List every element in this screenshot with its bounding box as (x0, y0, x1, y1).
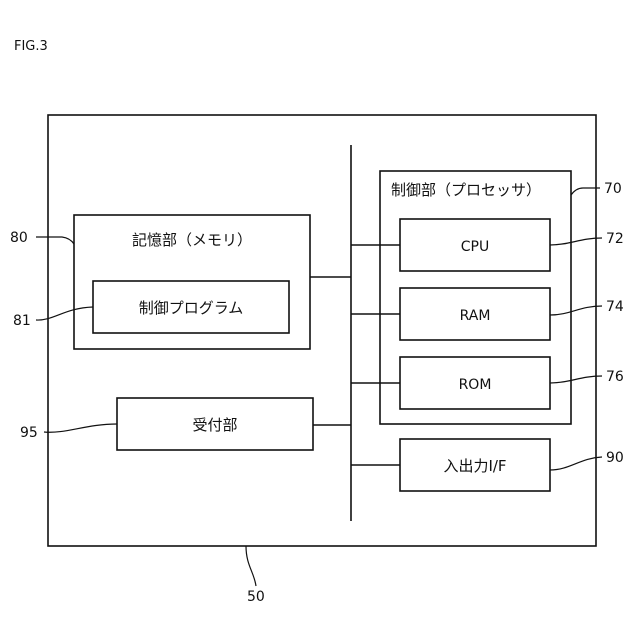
ref-81: 81 (13, 313, 31, 329)
rom-label: ROM (459, 377, 492, 393)
ref-70: 70 (604, 181, 622, 197)
ram-label: RAM (460, 308, 491, 324)
io-label: 入出力I/F (443, 457, 506, 475)
receiver-label: 受付部 (192, 416, 237, 434)
processor-title: 制御部（プロセッサ） (391, 181, 541, 199)
control-program-label: 制御プログラム (139, 299, 244, 317)
ref-50: 50 (247, 589, 265, 605)
ref-90: 90 (606, 450, 624, 466)
figure-label: FIG.3 (14, 39, 48, 54)
memory-title: 記憶部（メモリ） (132, 231, 252, 249)
leader-50 (246, 546, 256, 586)
ref-76: 76 (606, 369, 624, 385)
cpu-label: CPU (461, 239, 489, 255)
ref-74: 74 (606, 299, 624, 315)
ref-80: 80 (10, 230, 28, 246)
ref-72: 72 (606, 231, 624, 247)
ref-95: 95 (20, 425, 38, 441)
